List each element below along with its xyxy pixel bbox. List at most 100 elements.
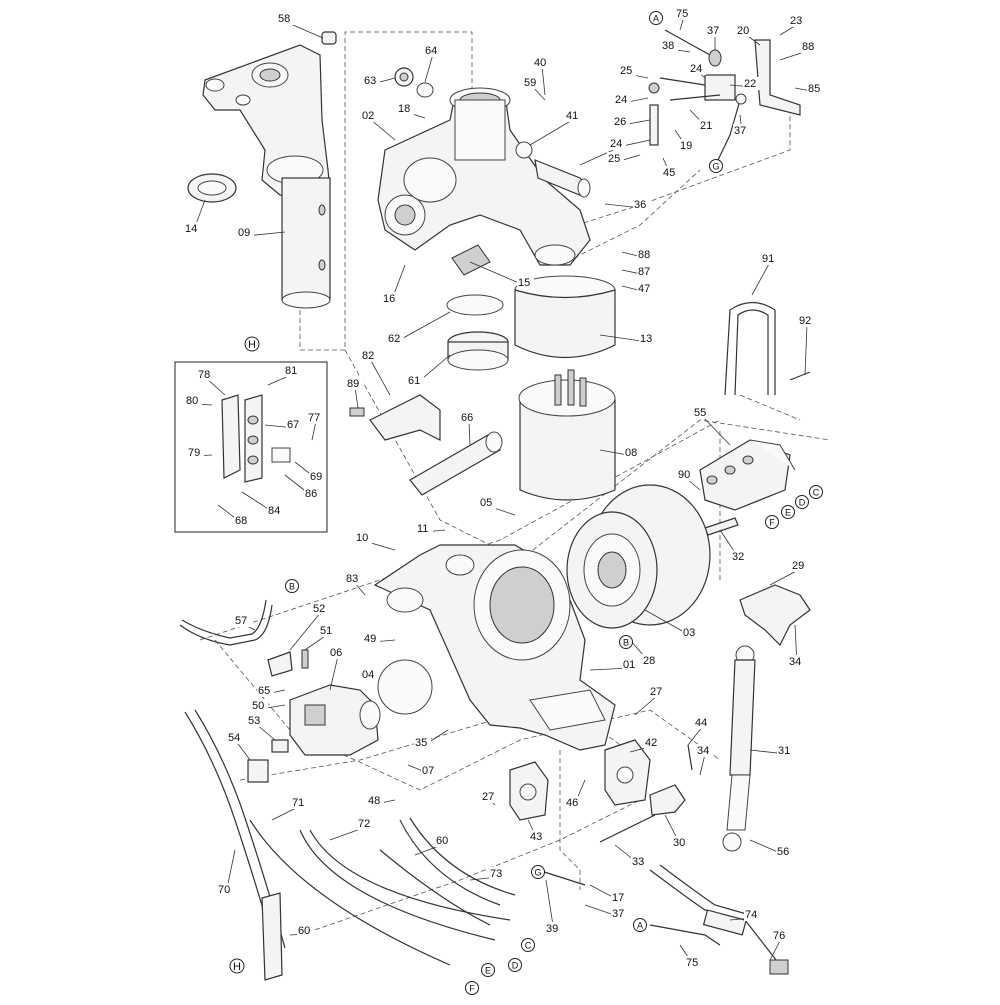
callout-number: 70 (218, 884, 230, 896)
connector-letter: A (637, 921, 643, 931)
callout-bg (517, 276, 534, 289)
callout-number: 06 (330, 647, 342, 659)
callout-circle (229, 958, 245, 974)
callout-c43: 43 (527, 819, 546, 843)
callout-bg (297, 924, 314, 937)
callout-bg (312, 602, 329, 615)
callout-c70: 70 (217, 849, 236, 896)
callout-leader (329, 655, 339, 691)
callout-number: 14 (185, 223, 197, 235)
callout-bg (644, 736, 661, 749)
callout-leader (424, 53, 434, 83)
callout-bg (387, 332, 404, 345)
callout-bg (361, 668, 378, 681)
callout-number: 40 (534, 57, 546, 69)
part-63-plug (394, 67, 414, 87)
callout-number: 88 (802, 41, 814, 53)
callout-number: 76 (773, 930, 785, 942)
part-42-bracket (604, 739, 651, 806)
callout-number: 60 (436, 835, 448, 847)
callout-c26: 26 (613, 115, 651, 128)
callout-c69: 69 (294, 461, 326, 483)
callout-bg (788, 655, 805, 668)
callout-bg (649, 685, 666, 698)
callout-number: 36 (634, 199, 646, 211)
callout-leader (529, 118, 575, 146)
callout-bg (345, 572, 362, 585)
callout-number: 16 (383, 293, 395, 305)
callout-number: 65 (258, 685, 270, 697)
callout-number: 61 (408, 375, 420, 387)
callout-number: 66 (461, 412, 473, 424)
callout-c30: 30 (664, 814, 689, 849)
callout-number: 37 (612, 908, 624, 920)
callout-leader (369, 358, 391, 396)
callout-c42: 42 (629, 736, 661, 753)
callout-c41: 41 (529, 109, 582, 146)
callout-bg (662, 166, 679, 179)
callout-bg (529, 830, 546, 843)
callout-c36: 36 (604, 198, 650, 211)
callout-number: 26 (614, 116, 626, 128)
callout-c27b: 27 (481, 790, 498, 806)
callout-bg (609, 137, 626, 150)
callout-number: 02 (362, 110, 374, 122)
connector-k1: A (649, 11, 663, 25)
callout-c14: 14 (184, 199, 206, 235)
callout-c04: 04 (361, 668, 379, 681)
part-89-bolt (349, 407, 365, 417)
part-02-upper-housing (377, 87, 591, 266)
callout-number: 57 (235, 615, 247, 627)
callout-number: 24 (610, 138, 622, 150)
callout-c57: 57 (234, 614, 256, 631)
callout-bg (435, 834, 452, 847)
callout-number: 79 (188, 447, 200, 459)
connector-k5: E (781, 505, 795, 519)
callout-bg (706, 24, 723, 37)
callout-bg (284, 364, 301, 377)
callout-c58: 58 (277, 12, 324, 39)
callout-number: 52 (313, 603, 325, 615)
callout-bg (309, 470, 326, 483)
callout-c71: 71 (271, 796, 308, 821)
connector-circle (709, 159, 723, 173)
callout-c31: 31 (749, 744, 794, 757)
part-43-bracket (509, 761, 549, 821)
callout-c52: 52 (289, 602, 329, 651)
callout-bg (611, 891, 628, 904)
connector-circle (465, 981, 479, 995)
connector-letter: D (512, 961, 519, 971)
callout-number: 67 (287, 419, 299, 431)
part-55-valve-block (699, 439, 796, 511)
inset-box-h (174, 361, 328, 533)
callout-bg (251, 699, 268, 712)
connector-k14: A (633, 918, 647, 932)
callout-number: 08 (625, 447, 637, 459)
callout-number: 37 (734, 125, 746, 137)
part-22-valve (704, 49, 736, 101)
part-33-bolt (599, 814, 656, 843)
callout-c90: 90 (677, 468, 701, 491)
callout-number: 01 (623, 659, 635, 671)
callout-bg (694, 716, 711, 729)
connector-k11: E (481, 963, 495, 977)
callout-bg (677, 468, 694, 481)
part-92-bolt (789, 371, 811, 381)
callout-c11: 11 (416, 522, 446, 535)
callout-c65: 65 (257, 684, 286, 697)
connector-k7: B (285, 579, 299, 593)
part-51-bolt (301, 649, 309, 669)
callout-c21: 21 (689, 109, 716, 132)
callout-number: 47 (638, 283, 650, 295)
callout-c79: 79 (187, 446, 213, 459)
callout-leader (354, 386, 359, 409)
part-58-cap (321, 31, 337, 45)
callout-c32: 32 (719, 529, 748, 563)
connector-letter: E (785, 508, 791, 518)
callout-bg (693, 406, 710, 419)
connector-k8: B (619, 635, 633, 649)
callout-c55: 55 (693, 406, 731, 446)
callout-bg (633, 198, 650, 211)
callout-bg (346, 377, 363, 390)
